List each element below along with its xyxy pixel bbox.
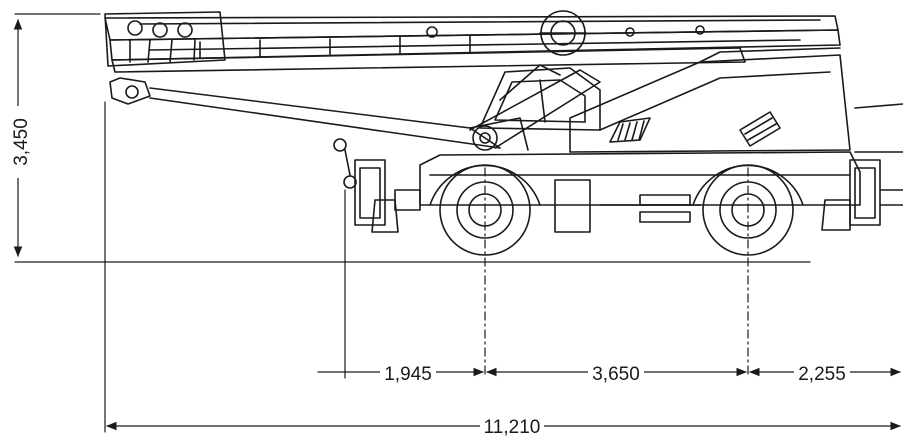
superstructure [569,47,903,153]
front-outrigger [333,138,421,233]
boom [104,15,841,73]
rear-overhang-label: 2,255 [798,364,846,385]
front-overhang-label: 1,945 [384,364,432,385]
overall-length-label: 11,210 [484,417,541,436]
operator-cab [479,67,601,131]
luffing-cylinder [469,64,601,151]
dimension-lines [13,13,902,433]
wheelbase-label: 3,650 [592,364,640,385]
boom-head [104,11,226,67]
carrier-chassis [419,151,861,233]
height-label: 3,450 [11,118,32,166]
boom-lower-chord [109,77,529,151]
rear-outrigger [821,159,903,231]
crane-illustration [104,10,903,256]
hoist-winch [539,10,587,56]
